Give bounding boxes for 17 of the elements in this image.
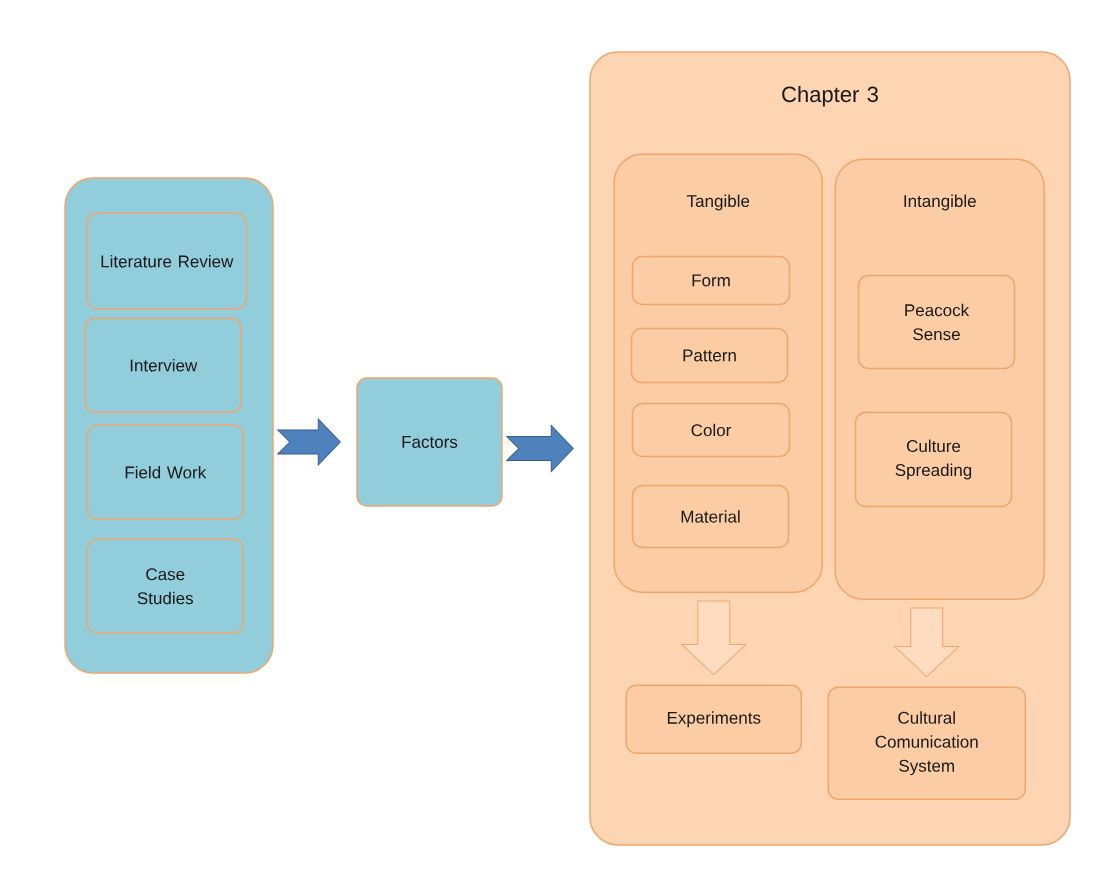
- process-box: Field Work: [86, 424, 244, 520]
- process-box: Factors: [356, 377, 503, 507]
- chevron-arrow: [277, 418, 341, 466]
- process-box: Peacock Sense: [857, 274, 1016, 370]
- block-arrow: [681, 600, 747, 675]
- process-box: Interview: [84, 317, 242, 413]
- process-box: Cultural Comunication System: [827, 686, 1026, 800]
- block-arrow: [894, 607, 960, 677]
- process-box: Color: [631, 402, 791, 458]
- process-box: Experiments: [625, 684, 802, 754]
- process-box: Literature Review: [86, 212, 247, 310]
- process-box: Case Studies: [86, 538, 244, 634]
- chevron-arrow: [506, 425, 574, 472]
- process-box: Form: [631, 255, 791, 306]
- process-box: Pattern: [630, 327, 789, 384]
- process-box: Culture Spreading: [854, 411, 1013, 508]
- process-box: Material: [631, 484, 790, 549]
